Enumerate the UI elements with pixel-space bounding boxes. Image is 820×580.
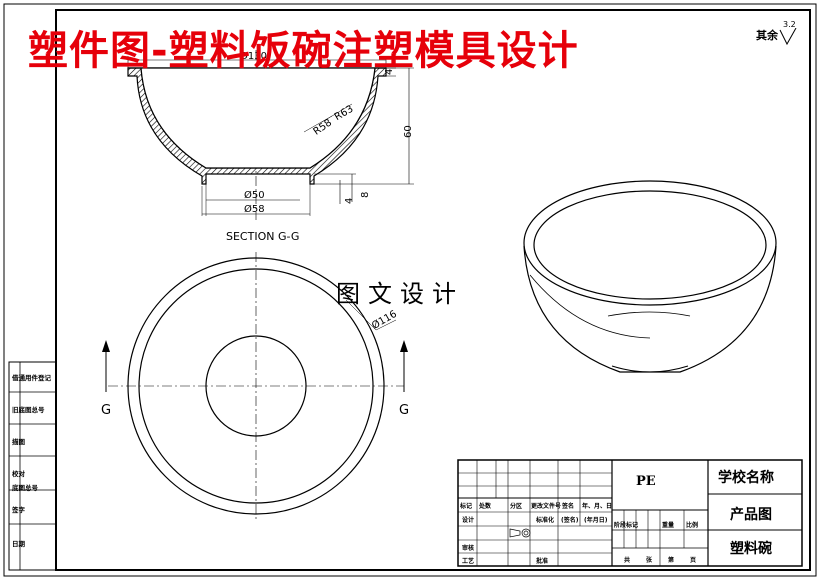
dim-base-height: 8 [360, 192, 371, 198]
plan-view [102, 252, 408, 520]
tb-row-date: (年月日) [584, 517, 608, 524]
tb-drawing-type: 产品图 [730, 507, 772, 523]
roughness-symbol-icon [779, 28, 797, 46]
dim-base-thickness: 4 [344, 198, 355, 204]
tb-header-2: 分区 [510, 503, 523, 510]
dim-base-inner-diameter: Ø50 [244, 189, 265, 201]
side-column [8, 361, 57, 571]
tb-sheet-2: 第 [668, 557, 675, 564]
projection-symbol-icon [509, 528, 531, 538]
tb-sheet-1: 张 [646, 557, 653, 564]
tb-row-review: 审核 [462, 545, 475, 552]
section-view: Ø130 4 60 R63 R58 Ø50 Ø58 8 4 [127, 50, 414, 220]
watermark-text: 图文设计 [336, 280, 464, 308]
tb-header-4: 签名 [562, 503, 575, 510]
section-mark-right: G [399, 403, 409, 418]
dim-plan-diameter: Ø116 [370, 308, 399, 332]
tb-part-name: 塑料碗 [730, 541, 772, 557]
tb-row-approve: 批准 [536, 558, 549, 565]
tb-header-1: 处数 [479, 503, 492, 510]
side-label-6: 日期 [12, 540, 25, 548]
tb-material: PE [636, 474, 656, 489]
outer-border [3, 3, 817, 577]
tb-row-sign: (签名) [561, 517, 579, 524]
title-block [457, 459, 803, 567]
tb-header-0: 标记 [460, 503, 473, 510]
side-label-3: 校对 [12, 470, 25, 478]
side-label-1: 旧底图总号 [12, 406, 45, 414]
side-label-5: 签字 [12, 506, 25, 514]
tb-stage-2: 比例 [686, 522, 699, 529]
tb-stage-0: 阶段标记 [614, 522, 639, 529]
drawing-title-banner: 塑件图-塑料饭碗注塑模具设计 [28, 28, 579, 74]
side-label-2: 描图 [12, 438, 25, 446]
tb-header-5: 年、月、日 [582, 503, 613, 510]
tb-row-standard: 标准化 [536, 517, 555, 524]
dim-base-outer-diameter: Ø58 [244, 203, 265, 215]
dim-top-diameter: Ø130 [240, 50, 267, 62]
section-mark-left: G [101, 403, 111, 418]
side-label-4: 底图总号 [12, 484, 38, 492]
tb-sheet-0: 共 [624, 557, 631, 564]
roughness-note: 其余 [756, 29, 778, 42]
tb-row-design: 设计 [462, 517, 475, 524]
roughness-value: 3.2 [783, 20, 796, 29]
bowl-3d-view [523, 180, 777, 373]
dim-height: 60 [403, 125, 414, 138]
tb-school-name: 学校名称 [718, 470, 774, 486]
inner-border [55, 9, 811, 571]
section-label: SECTION G-G [226, 230, 300, 243]
tb-stage-1: 重量 [662, 522, 675, 529]
dim-rim-thickness: 4 [384, 69, 395, 75]
tb-header-3: 更改文件号 [531, 503, 562, 510]
side-label-0: 借通用件登记 [12, 374, 51, 382]
tb-sheet-3: 页 [690, 557, 697, 564]
tb-row-process: 工艺 [462, 558, 475, 565]
